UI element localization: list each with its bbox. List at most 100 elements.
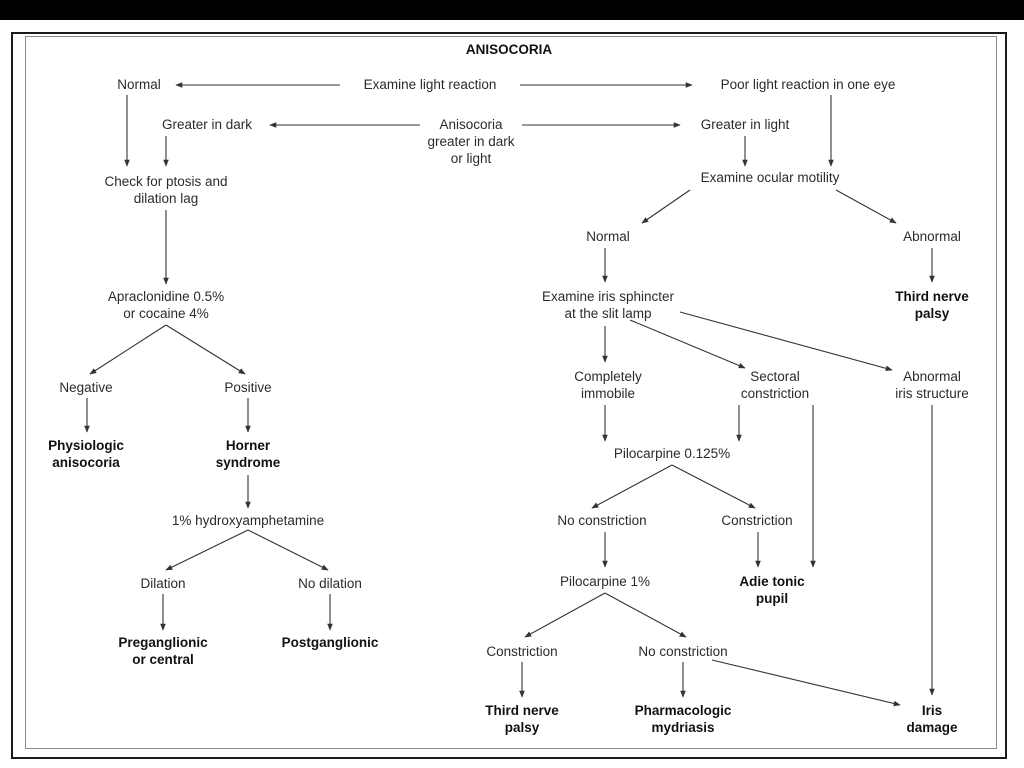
node-poor-light-reaction: Poor light reaction in one eye — [721, 76, 896, 93]
node-examine-light-reaction: Examine light reaction — [364, 76, 497, 93]
edge-iris-to-sectoral — [629, 319, 746, 369]
node-line: immobile — [580, 386, 635, 401]
node-line: No constriction — [557, 513, 647, 528]
diagram-border — [25, 36, 997, 749]
node-constriction-2: Constriction — [486, 643, 557, 660]
node-preganglionic: Preganglionic or central — [118, 634, 207, 668]
node-line: at the slit lamp — [564, 306, 652, 321]
node-no-dilation: No dilation — [298, 575, 362, 592]
node-line: Completely — [574, 369, 642, 384]
node-line: Abnormal — [903, 369, 961, 384]
node-line: Third nerve — [895, 289, 969, 304]
node-line: Constriction — [721, 513, 793, 528]
node-line: Check for ptosis and — [104, 174, 228, 189]
node-line: Pharmacologic — [634, 703, 732, 718]
node-third-nerve-palsy-top: Third nerve palsy — [895, 288, 969, 322]
node-line: mydriasis — [651, 720, 715, 735]
node-line: Physiologic — [48, 438, 124, 453]
edge-noconstriction-to-damage — [711, 659, 901, 707]
edge-pilo-to-noconstriction — [591, 464, 673, 509]
node-physiologic-anisocoria: Physiologic anisocoria — [48, 437, 124, 471]
node-horner-syndrome: Horner syndrome — [216, 437, 281, 471]
node-line: Examine iris sphincter — [541, 289, 675, 304]
node-abnormal-motility: Abnormal — [903, 228, 961, 245]
node-line: damage — [906, 720, 958, 735]
top-black-bar — [0, 0, 1024, 20]
node-line: Pilocarpine 1% — [559, 574, 651, 589]
node-line: No constriction — [638, 644, 728, 659]
node-line: 1% hydroxyamphetamine — [171, 513, 325, 528]
node-line: Iris — [921, 703, 943, 718]
node-line: dilation lag — [133, 191, 199, 206]
node-line: Abnormal — [903, 229, 961, 244]
node-line: greater in dark — [427, 134, 515, 149]
node-line: syndrome — [215, 455, 281, 470]
node-hydroxyamphetamine: 1% hydroxyamphetamine — [172, 512, 324, 529]
node-positive: Positive — [224, 379, 271, 396]
edge-motility-to-abnormal — [835, 189, 897, 224]
node-line: No dilation — [298, 576, 362, 591]
node-line: palsy — [504, 720, 540, 735]
node-postganglionic: Postganglionic — [282, 634, 379, 651]
node-adie-tonic-pupil: Adie tonic pupil — [739, 573, 804, 607]
node-line: or cocaine 4% — [123, 306, 209, 321]
edge-iris-to-abnormaliris — [679, 311, 893, 372]
node-third-nerve-palsy-bottom: Third nerve palsy — [485, 702, 559, 736]
node-line: Greater in dark — [161, 117, 253, 132]
node-line: Constriction — [486, 644, 558, 659]
node-line: Normal — [117, 77, 161, 92]
node-examine-iris-sphincter: Examine iris sphincter at the slit lamp — [542, 288, 674, 322]
edge-hydroxy-to-nodilation — [247, 529, 329, 571]
edge-hydroxy-to-dilation — [165, 529, 249, 571]
node-pharmacologic-mydriasis: Pharmacologic mydriasis — [635, 702, 732, 736]
edge-pilo1-to-noconstriction — [604, 592, 687, 638]
node-normal-top: Normal — [117, 76, 161, 93]
edge-apra-to-positive — [165, 324, 246, 375]
node-constriction-1: Constriction — [721, 512, 792, 529]
node-line: Anisocoria — [439, 117, 503, 132]
node-sectoral-constriction: Sectoral constriction — [741, 368, 809, 402]
node-line: Pilocarpine 0.125% — [613, 446, 731, 461]
node-line: Adie tonic — [739, 574, 805, 589]
edge-motility-to-normal — [641, 189, 691, 224]
node-line: constriction — [740, 386, 810, 401]
edge-apra-to-negative — [89, 324, 167, 375]
node-line: Sectoral — [750, 369, 800, 384]
edge-pilo1-to-constriction — [524, 592, 606, 638]
node-line: Apraclonidine 0.5% — [107, 289, 225, 304]
node-line: Preganglionic — [118, 635, 208, 650]
node-line: Postganglionic — [281, 635, 379, 650]
node-line: or light — [450, 151, 492, 166]
node-line: anisocoria — [52, 455, 120, 470]
node-check-ptosis: Check for ptosis and dilation lag — [104, 173, 227, 207]
node-line: Examine ocular motility — [700, 170, 840, 185]
outer-frame — [11, 32, 1007, 759]
node-apraclonidine: Apraclonidine 0.5% or cocaine 4% — [108, 288, 224, 322]
node-greater-in-dark: Greater in dark — [162, 116, 252, 133]
edge-pilo-to-constriction — [671, 464, 756, 509]
node-line: pupil — [755, 591, 789, 606]
node-no-constriction-2: No constriction — [638, 643, 727, 660]
node-pilocarpine-1: Pilocarpine 1% — [560, 573, 650, 590]
node-line: Poor light reaction in one eye — [720, 77, 896, 92]
node-greater-in-light: Greater in light — [701, 116, 790, 133]
node-no-constriction-1: No constriction — [557, 512, 646, 529]
node-line: Negative — [59, 380, 113, 395]
node-line: iris structure — [895, 386, 969, 401]
node-negative: Negative — [59, 379, 112, 396]
node-line: Horner — [225, 438, 271, 453]
node-completely-immobile: Completely immobile — [574, 368, 642, 402]
node-abnormal-iris-structure: Abnormal iris structure — [895, 368, 969, 402]
node-line: Normal — [586, 229, 630, 244]
node-line: Third nerve — [485, 703, 559, 718]
node-examine-ocular-motility: Examine ocular motility — [701, 169, 840, 186]
node-line: palsy — [914, 306, 950, 321]
node-dilation: Dilation — [140, 575, 185, 592]
node-iris-damage: Iris damage — [906, 702, 957, 736]
node-line: or central — [132, 652, 194, 667]
diagram-title: ANISOCORIA — [465, 42, 553, 57]
node-pilocarpine-0125: Pilocarpine 0.125% — [614, 445, 730, 462]
node-line: Examine light reaction — [363, 77, 497, 92]
node-normal-motility: Normal — [586, 228, 630, 245]
